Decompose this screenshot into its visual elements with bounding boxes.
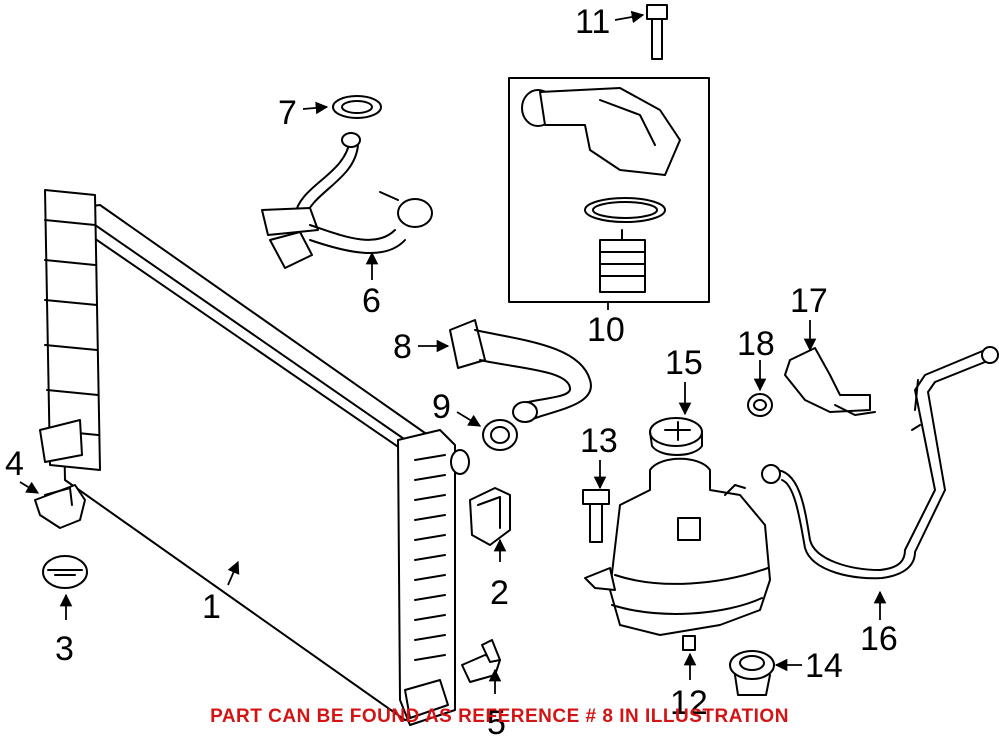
plug-part [42,555,88,589]
callout-16: 16 [860,620,898,658]
callout-10: 10 [587,311,625,349]
grommet-part [729,650,775,696]
callout-18: 18 [737,325,775,363]
callout-6: 6 [362,282,381,320]
connector-part [784,347,876,416]
coolant-hose-part [261,132,433,269]
callout-7: 7 [278,94,297,132]
radiator-part [39,189,470,726]
bolt-part-11 [646,4,668,60]
callout-11: 11 [575,3,610,41]
callout-1: 1 [202,588,221,626]
callout-9: 9 [432,388,451,426]
callout-12: 12 [670,684,708,722]
callout-2: 2 [490,574,509,612]
overflow-hose-part [761,346,999,580]
callout-14: 14 [805,647,843,685]
callout-4: 4 [5,445,24,483]
leader-lines [19,10,887,694]
clip-part [747,393,773,417]
bracket-part [469,487,511,546]
callout-8: 8 [393,328,412,366]
cap-part [649,417,703,456]
reference-note: PART CAN BE FOUND AS REFERENCE # 8 IN IL… [210,706,789,727]
callout-5: 5 [487,704,506,737]
expansion-tank-part [584,457,771,651]
callout-15: 15 [665,344,703,382]
upper-hose-part [449,319,592,423]
callout-17: 17 [790,282,828,320]
o-ring-part [332,95,382,119]
bolt-part-13 [582,489,610,543]
hose-clamp-part [482,419,518,451]
callout-13: 13 [580,422,618,460]
callout-3: 3 [55,630,74,668]
thermostat-housing-box [508,77,710,303]
mount-part [34,484,86,529]
